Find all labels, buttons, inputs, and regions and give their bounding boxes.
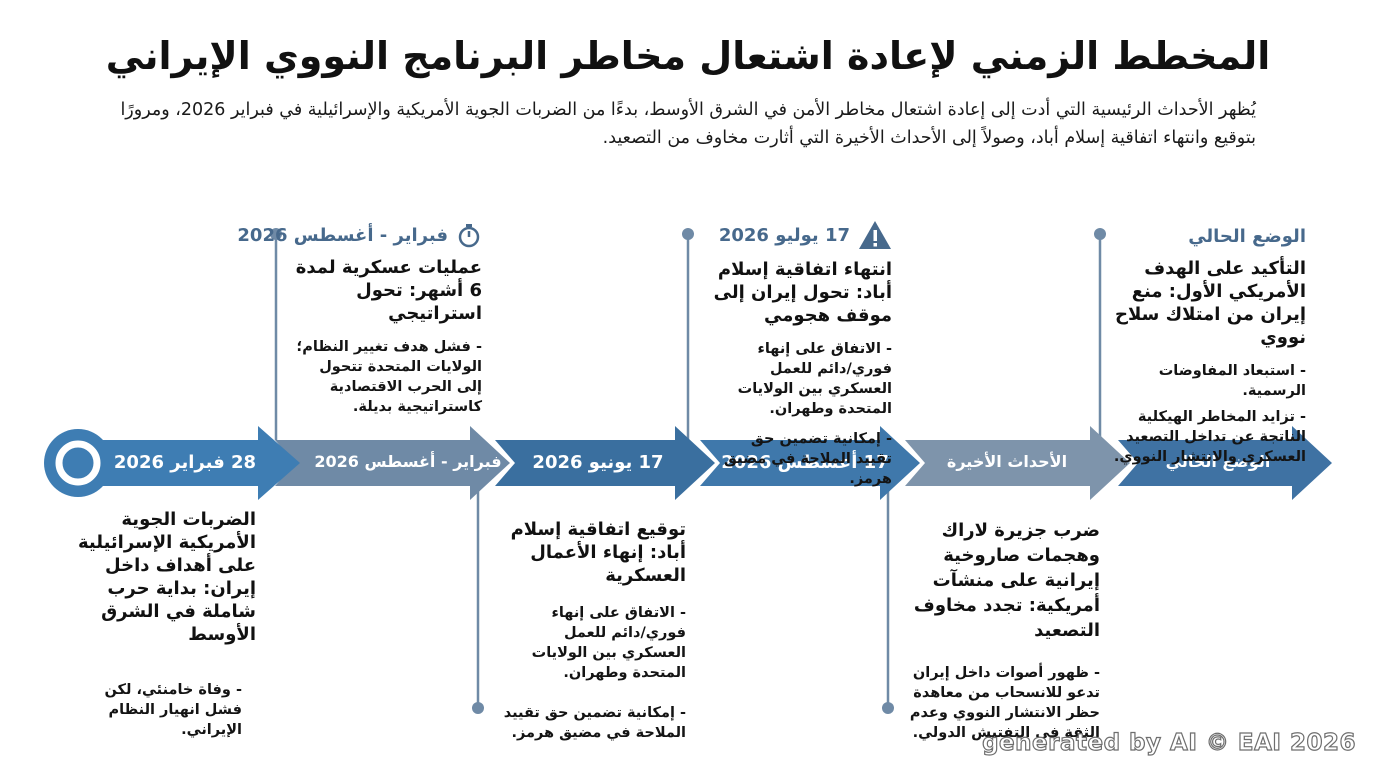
event-aug17: 17 يوليو 2026 انتهاء اتفاقية إسلام أباد:… <box>698 220 892 489</box>
page-title: المخطط الزمني لإعادة اشتعال مخاطر البرنا… <box>105 34 1271 78</box>
event-date: 17 يوليو 2026 <box>718 224 850 246</box>
event-bullet: - إمكانية تضمين حق تقييد الملاحة في مضيق… <box>503 705 686 741</box>
event-bullet: - وفاة خامنئي، لكن فشل انهيار النظام الإ… <box>104 682 243 738</box>
stem-dot-aug17 <box>682 228 694 240</box>
event-bullet: - ظهور أصوات داخل إيران تدعو للانسحاب من… <box>909 665 1100 741</box>
stopwatch-icon <box>456 222 482 248</box>
event-title: عمليات عسكرية لمدة 6 أشهر: تحول استراتيج… <box>295 257 482 324</box>
band-label-current: الوضع الحالي <box>1165 452 1271 471</box>
event-title: توقيع اتفاقية إسلام أباد: إنهاء الأعمال … <box>510 519 686 586</box>
band-arrow-current <box>1118 426 1332 500</box>
event-current: الوضع الحالي التأكيد على الهدف الأمريكي … <box>1106 226 1306 467</box>
warning-icon <box>858 220 892 250</box>
stem-dot-febaug <box>270 228 282 240</box>
event-title: الضربات الجوية الأمريكية الإسرائيلية على… <box>77 509 256 645</box>
stem-dot-recent <box>882 702 894 714</box>
start-circle-ring <box>55 440 101 486</box>
band-arrow-aug17 <box>700 426 920 500</box>
event-date: فبراير - أغسطس 2026 <box>237 224 448 246</box>
event-recent: ضرب جزيرة لاراك وهجمات صاروخية إيرانية ع… <box>896 518 1100 743</box>
page-subtitle: يُظهر الأحداث الرئيسية التي أدت إلى إعاد… <box>120 100 1256 148</box>
event-bullet: - الاتفاق على إنهاء فوري/دائم للعمل العس… <box>531 605 686 681</box>
band-label-jun17: 17 يونيو 2026 <box>532 452 664 473</box>
event-date: الوضع الحالي <box>1188 226 1306 247</box>
event-bullet: - فشل هدف تغيير النظام؛ الولايات المتحدة… <box>296 339 483 415</box>
event-bullet: - إمكانية تضمين حق تقييد الملاحة في مضيق… <box>723 431 892 487</box>
event-title: انتهاء اتفاقية إسلام أباد: تحول إيران إل… <box>713 259 892 326</box>
event-title: التأكيد على الهدف الأمريكي الأول: منع إي… <box>1115 258 1306 348</box>
event-date-line: الوضع الحالي <box>1106 226 1306 247</box>
stem-dot-current <box>1094 228 1106 240</box>
event-bullet: - استبعاد المفاوضات الرسمية. <box>1158 363 1306 399</box>
band-arrow-jun17 <box>495 426 715 500</box>
watermark: generated by AI © EAI 2026 <box>981 729 1356 756</box>
event-febaug: فبراير - أغسطس 2026 عمليات عسكرية لمدة 6… <box>237 222 483 417</box>
event-title: ضرب جزيرة لاراك وهجمات صاروخية إيرانية ع… <box>913 520 1100 641</box>
start-circle <box>44 429 112 497</box>
event-date-line: فبراير - أغسطس 2026 <box>237 222 482 248</box>
event-jun17: توقيع اتفاقية إسلام أباد: إنهاء الأعمال … <box>494 518 686 743</box>
event-feb28: الضربات الجوية الأمريكية الإسرائيلية على… <box>70 508 256 740</box>
band-arrow-feb28 <box>80 426 300 500</box>
band-arrow-febaug <box>275 426 510 500</box>
event-date-line: 17 يوليو 2026 <box>698 220 892 250</box>
band-label-feb28: 28 فبراير 2026 <box>113 452 257 473</box>
band-arrow-recent <box>905 426 1130 500</box>
event-bullet: - الاتفاق على إنهاء فوري/دائم للعمل العس… <box>737 341 892 417</box>
event-bullet: - تزايد المخاطر الهيكلية الناتجة عن تداخ… <box>1113 409 1306 465</box>
band-label-aug17: 17 أغسطس 2026 <box>721 452 889 473</box>
band-label-recent: الأحداث الأخيرة <box>946 452 1068 471</box>
stem-dot-jun17 <box>472 702 484 714</box>
band-label-febaug: فبراير - أغسطس 2026 <box>314 452 502 471</box>
